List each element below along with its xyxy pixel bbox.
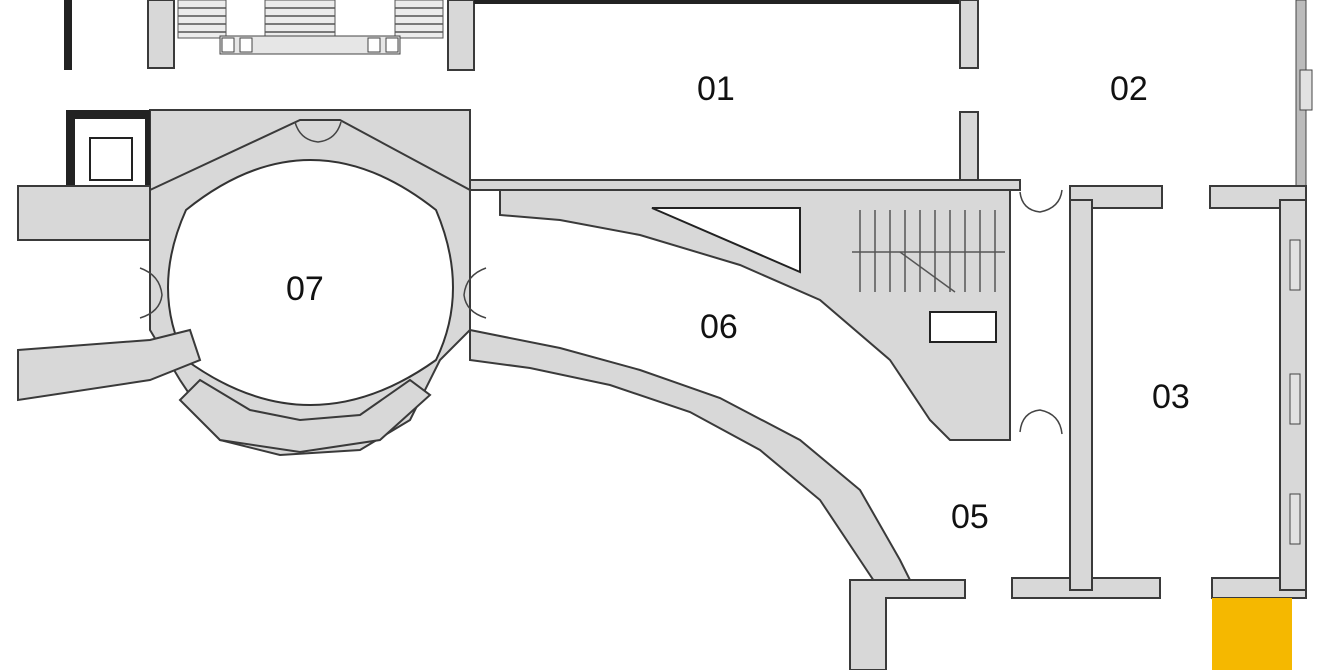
room-label-03[interactable]: 03 xyxy=(1152,378,1190,416)
room-label-05[interactable]: 05 xyxy=(951,498,989,536)
stair-wedge xyxy=(499,189,1011,441)
curved-facade xyxy=(17,328,1307,670)
top-left-stairwell xyxy=(64,0,475,71)
room-07-walls xyxy=(139,119,487,457)
highlighted-area[interactable] xyxy=(1212,598,1292,670)
room-label-02[interactable]: 02 xyxy=(1110,70,1148,108)
room-label-07[interactable]: 07 xyxy=(286,270,324,308)
room-label-06[interactable]: 06 xyxy=(700,308,738,346)
room-03-walls xyxy=(1019,189,1307,591)
room-label-01[interactable]: 01 xyxy=(697,70,735,108)
upper-rooms-walls xyxy=(469,0,1313,209)
